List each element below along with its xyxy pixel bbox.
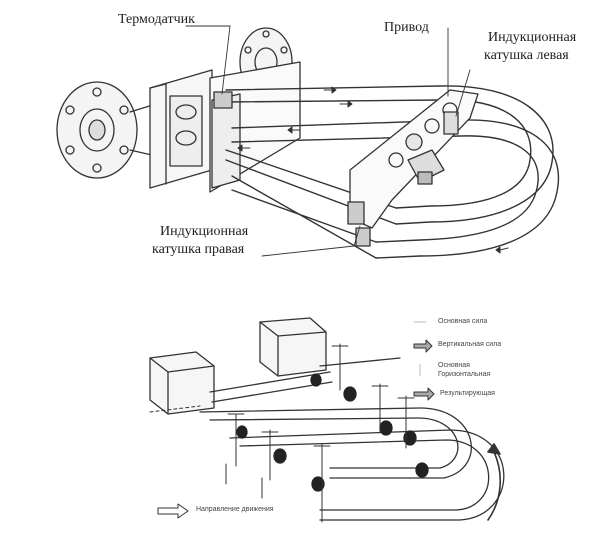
flow-meter-assembly [56,25,560,259]
manifold-block [149,69,213,189]
right-end-block [259,317,327,377]
drive-unit [407,149,445,185]
legend-basic: Основная [438,362,470,369]
legend-symbols [413,321,435,401]
left-flange [56,81,157,179]
label-right-coil-2: катушка правая [152,242,245,257]
force-posts [225,343,415,523]
legend-main-force: Основная сила [438,318,488,325]
left-coil [443,111,459,135]
direction-note: Направление движения [196,506,274,513]
label-left-coil-2: катушка левая [484,48,569,63]
flow-arrows [237,86,509,254]
legend-resulting: Результирующая [440,390,495,397]
label-thermosensor: Термодатчик [118,12,195,27]
right-coil [347,201,371,247]
bottom-tubes [199,357,505,521]
coil-discs [236,373,429,492]
label-drive: Привод [384,20,429,35]
force-distribution-assembly [149,317,505,523]
thermosensor-element [213,91,233,109]
left-end-block [149,351,215,415]
legend-horizontal: Горизонтальная [438,371,491,378]
label-leaders [185,25,471,257]
rotation-arrow [487,443,502,521]
legend-vertical-force: Вертикальная сила [438,341,502,348]
measuring-tubes [225,85,560,259]
direction-arrow-icon [157,503,189,519]
label-right-coil-1: Индукционная [160,224,249,239]
label-left-coil-1: Индукционная [488,30,577,45]
